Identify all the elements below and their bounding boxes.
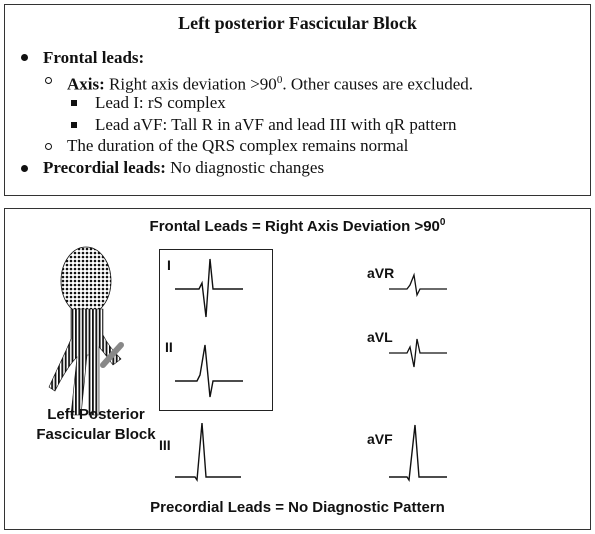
- figure-title-text: Frontal Leads = Right Axis Deviation >90: [149, 218, 440, 235]
- figure-footer: Precordial Leads = No Diagnostic Pattern: [150, 499, 445, 516]
- text-panel: Left posterior Fascicular Block Frontal …: [4, 4, 591, 196]
- lead-i-text: Lead I: rS complex: [95, 93, 226, 112]
- ecg-trace-lead-i: [175, 258, 243, 318]
- ecg-trace-lead-iii: [175, 422, 241, 483]
- figure-panel: Frontal Leads = Right Axis Deviation >90…: [4, 208, 591, 530]
- lead-label-i: I: [167, 257, 171, 273]
- axis-text: Right axis deviation >90: [104, 74, 277, 94]
- hollow-bullet: [45, 77, 52, 84]
- lead-label-avf: aVF: [367, 431, 393, 447]
- lead-label-avr: aVR: [367, 265, 395, 281]
- precordial-label: Precordial leads:: [43, 158, 166, 177]
- caption-line-2: Fascicular Block: [36, 426, 156, 443]
- ecg-trace-lead-avf: [389, 424, 447, 482]
- lead-label-avl: aVL: [367, 329, 393, 345]
- lead-avf-text: Lead aVF: Tall R in aVF and lead III wit…: [95, 115, 457, 134]
- caption-line-1: Left Posterior: [47, 406, 145, 423]
- square-bullet: [71, 122, 77, 128]
- bullet-dot: [21, 54, 28, 61]
- axis-degree-sup: 0: [276, 74, 283, 86]
- ecg-trace-lead-ii: [175, 344, 243, 398]
- precordial-text: No diagnostic changes: [165, 158, 325, 177]
- bullet-dot: [21, 165, 28, 172]
- hollow-bullet: [45, 143, 52, 150]
- ecg-trace-lead-avr: [389, 272, 447, 298]
- precordial-line: Precordial leads: No diagnostic changes: [43, 158, 324, 178]
- lead-i-ii-frame: [159, 249, 273, 411]
- panel-title: Left posterior Fascicular Block: [178, 13, 417, 33]
- duration-text: The duration of the QRS complex remains …: [67, 136, 409, 155]
- lead-label-ii: II: [165, 339, 173, 355]
- axis-line: Axis: Right axis deviation >900. Other c…: [67, 70, 473, 95]
- figure-title: Frontal Leads = Right Axis Deviation >90…: [5, 217, 590, 235]
- conduction-system-illustration: [48, 246, 124, 416]
- axis-label: Axis:: [67, 74, 105, 94]
- axis-text-end: . Other causes are excluded.: [282, 74, 473, 94]
- square-bullet: [71, 100, 77, 106]
- figure-title-sup: 0: [439, 217, 446, 228]
- lead-label-iii: III: [159, 437, 171, 453]
- frontal-leads-heading: Frontal leads:: [43, 48, 145, 67]
- ecg-trace-lead-avl: [389, 338, 447, 368]
